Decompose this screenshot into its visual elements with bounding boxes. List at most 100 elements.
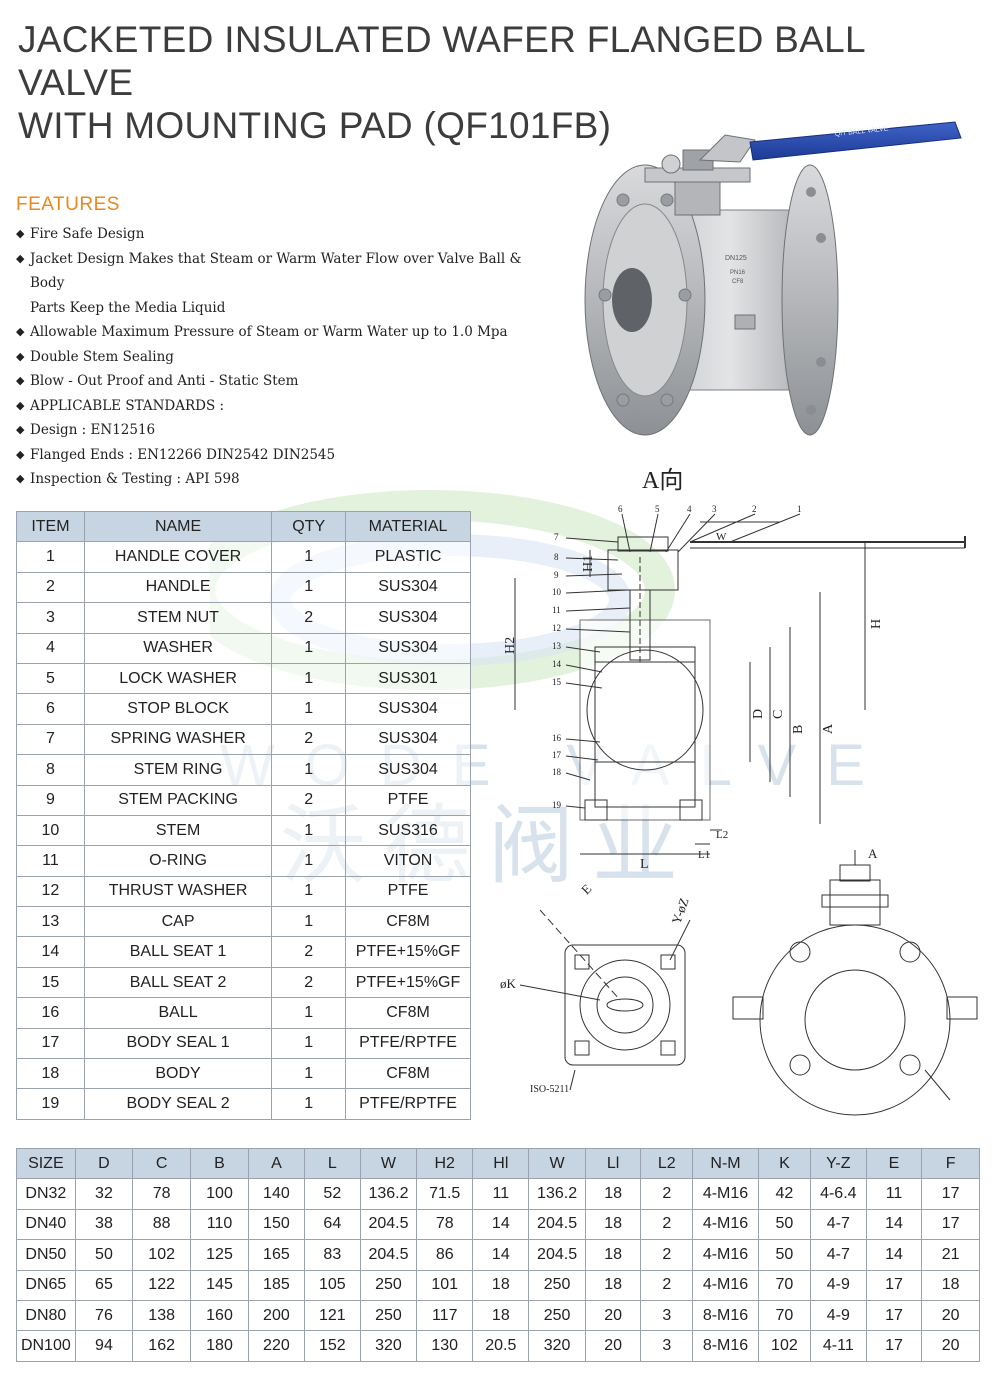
table-cell: 20 — [921, 1330, 980, 1362]
table-cell: LOCK WASHER — [83, 662, 273, 695]
table-cell: 18 — [584, 1208, 642, 1241]
table-cell: 250 — [528, 1269, 586, 1301]
table-cell: 2 — [271, 936, 347, 968]
table-cell: 152 — [303, 1330, 361, 1362]
table-cell: CAP — [83, 906, 273, 938]
column-header: D — [74, 1147, 134, 1180]
table-cell: 105 — [303, 1269, 361, 1301]
table-cell: 204.5 — [528, 1208, 586, 1241]
table-cell: 17 — [865, 1299, 923, 1332]
dim-label-d: D — [751, 709, 766, 719]
table-cell: 204.5 — [528, 1239, 586, 1271]
valve-product-image: DN125 PN16 CF8 QIT BALL VALVE — [584, 121, 962, 436]
leader-number: 9 — [554, 570, 559, 580]
table-cell: 110 — [190, 1208, 249, 1241]
table-cell: 2 — [271, 966, 347, 999]
table-cell: 4 — [16, 632, 85, 664]
table-cell: 122 — [132, 1269, 192, 1301]
table-cell: 19 — [16, 1088, 85, 1120]
table-cell: 4-7 — [809, 1208, 867, 1241]
column-header: ITEM — [16, 510, 85, 543]
dim-label-l: L — [640, 857, 649, 872]
table-cell: 14 — [865, 1239, 923, 1271]
table-cell: 102 — [132, 1239, 192, 1271]
dim-label-h: H — [869, 619, 884, 629]
dim-label-a: A — [821, 723, 836, 734]
column-header: Ll — [584, 1147, 642, 1180]
table-cell: BALL SEAT 1 — [83, 936, 273, 968]
feature-continuation: Parts Keep the Media Liquid — [30, 299, 226, 316]
table-cell: DN100 — [16, 1330, 76, 1362]
column-header: N-M — [692, 1147, 759, 1180]
table-cell: 136.2 — [359, 1178, 418, 1210]
title-line-1: JACKETED INSULATED WAFER FLANGED BALL VA… — [18, 19, 865, 103]
table-cell: 200 — [247, 1299, 305, 1332]
table-cell: 18 — [16, 1058, 85, 1090]
table-cell: 20 — [921, 1299, 980, 1332]
table-cell: 18 — [584, 1178, 642, 1210]
table-cell: 4-M16 — [692, 1208, 759, 1241]
table-cell: PTFE+15%GF — [345, 936, 471, 968]
table-cell: 2 — [271, 602, 347, 634]
column-header: H2 — [416, 1147, 474, 1180]
table-cell: 78 — [416, 1208, 474, 1241]
table-cell: 94 — [74, 1330, 134, 1362]
table-cell: 18 — [584, 1269, 642, 1301]
table-cell: DN32 — [16, 1178, 76, 1210]
table-cell: 1 — [271, 1058, 347, 1090]
leader-number: 1 — [797, 504, 802, 514]
feature-item: Blow - Out Proof and Anti - Static Stem — [16, 369, 536, 394]
table-cell: 18 — [472, 1299, 530, 1332]
table-cell: SUS304 — [345, 693, 471, 725]
table-cell: 1 — [271, 693, 347, 725]
dim-label-e: E — [578, 881, 594, 897]
column-header: QTY — [271, 510, 347, 543]
column-header: Hl — [472, 1147, 530, 1180]
leader-number: 10 — [552, 587, 562, 597]
table-cell: 1 — [271, 1027, 347, 1060]
table-cell: 101 — [416, 1269, 474, 1301]
leader-number: 14 — [552, 659, 562, 669]
column-header: MATERIAL — [345, 510, 471, 543]
table-cell: PTFE/RPTFE — [345, 1027, 471, 1060]
table-cell: 14 — [472, 1208, 530, 1241]
table-cell: THRUST WASHER — [83, 875, 273, 908]
table-cell: PTFE — [345, 784, 471, 816]
table-cell: BALL SEAT 2 — [83, 966, 273, 999]
table-cell: 38 — [74, 1208, 134, 1241]
table-cell: 2 — [271, 723, 347, 756]
table-cell: SUS304 — [345, 632, 471, 664]
table-cell: 250 — [359, 1299, 418, 1332]
table-cell: CF8M — [345, 997, 471, 1029]
table-cell: 18 — [921, 1269, 980, 1301]
body-mark: PN16 — [730, 270, 746, 276]
body-mark: CF8 — [732, 279, 744, 285]
table-cell: 10 — [16, 814, 85, 847]
table-cell: 17 — [921, 1178, 980, 1210]
column-header: B — [190, 1147, 249, 1180]
leader-number: 13 — [552, 641, 562, 651]
leader-number: 8 — [554, 552, 559, 562]
table-cell: 162 — [132, 1330, 192, 1362]
table-cell: 70 — [757, 1299, 811, 1332]
table-cell: 1 — [271, 845, 347, 877]
table-cell: 13 — [16, 906, 85, 938]
table-cell: 3 — [640, 1299, 694, 1332]
table-cell: HANDLE — [83, 571, 273, 604]
table-cell: 140 — [247, 1178, 305, 1210]
table-cell: 102 — [757, 1330, 811, 1362]
table-cell: 185 — [247, 1269, 305, 1301]
table-cell: 15 — [16, 966, 85, 999]
dim-label-l1: L1 — [698, 849, 710, 861]
table-cell: 71.5 — [416, 1178, 474, 1210]
